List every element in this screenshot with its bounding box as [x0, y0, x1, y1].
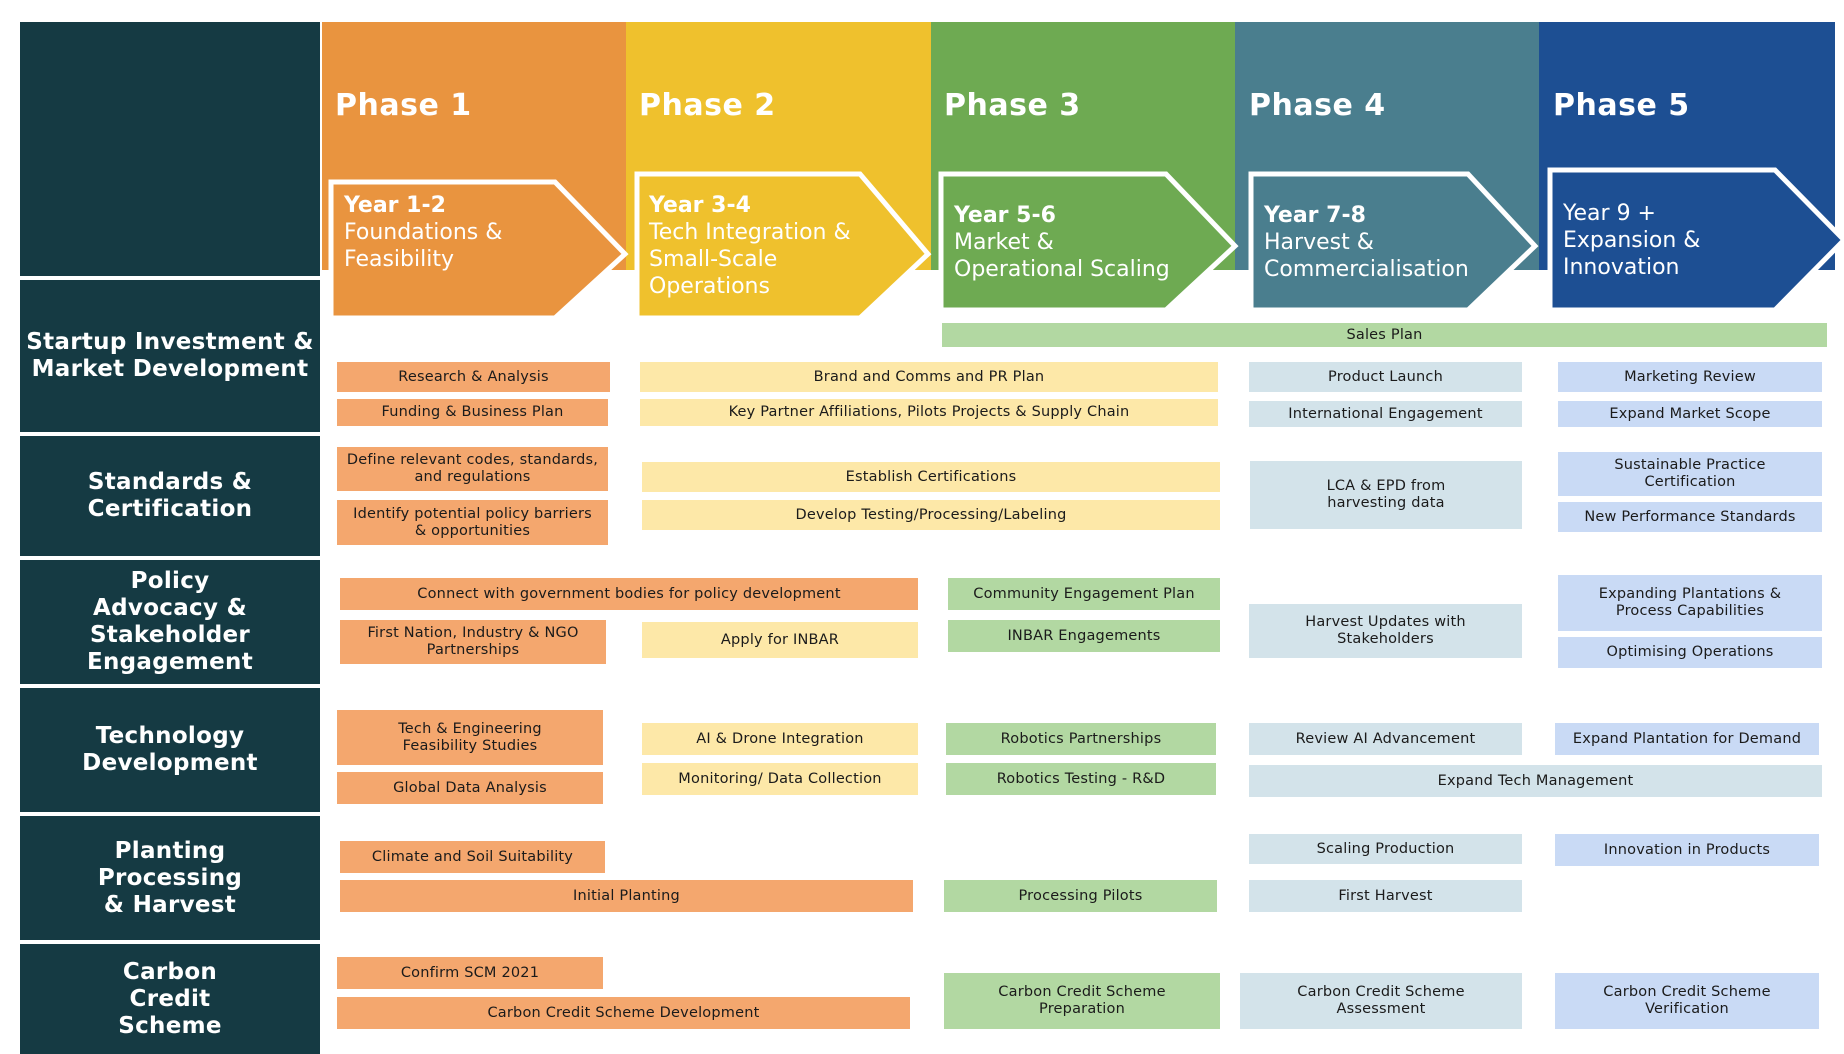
- task-sustainable-practice: Sustainable Practice Certification: [1558, 452, 1822, 496]
- phase-4-arrow-text: Year 7-8 Harvest & Commercialisation: [1264, 203, 1469, 282]
- phase-2-arrow: [634, 171, 932, 321]
- task-robotics-testing: Robotics Testing - R&D: [946, 763, 1216, 795]
- row-label-standards: Standards & Certification: [20, 436, 320, 556]
- task-climate-soil: Climate and Soil Suitability: [340, 841, 605, 873]
- task-first-harvest: First Harvest: [1249, 880, 1522, 912]
- task-processing-pilots: Processing Pilots: [944, 880, 1217, 912]
- task-expand-plantation-demand: Expand Plantation for Demand: [1555, 723, 1819, 755]
- task-define-codes: Define relevant codes, standards, and re…: [337, 447, 608, 491]
- phase-5-arrow: [1547, 167, 1844, 313]
- task-review-ai: Review AI Advancement: [1249, 723, 1522, 755]
- task-develop-testing: Develop Testing/Processing/Labeling: [642, 500, 1220, 530]
- task-apply-inbar: Apply for INBAR: [642, 622, 918, 658]
- phase-5-title: Phase 5: [1553, 88, 1690, 123]
- task-robotics-partnerships: Robotics Partnerships: [946, 723, 1216, 755]
- task-new-performance: New Performance Standards: [1558, 502, 1822, 532]
- task-research-analysis: Research & Analysis: [337, 362, 610, 392]
- row-label-startup: Startup Investment & Market Development: [20, 280, 320, 432]
- task-establish-cert: Establish Certifications: [642, 462, 1220, 492]
- header-corner: [20, 22, 320, 276]
- task-tech-feasibility: Tech & Engineering Feasibility Studies: [337, 710, 603, 765]
- phase-4-title: Phase 4: [1249, 88, 1386, 123]
- task-product-launch: Product Launch: [1249, 362, 1522, 392]
- phase-1-title: Phase 1: [335, 88, 472, 123]
- row-label-technology: Technology Development: [20, 688, 320, 812]
- task-marketing-review: Marketing Review: [1558, 362, 1822, 392]
- task-connect-gov: Connect with government bodies for polic…: [340, 578, 918, 610]
- task-ccs-development: Carbon Credit Scheme Development: [337, 997, 910, 1029]
- phase-1-arrow-text: Year 1-2 Foundations & Feasibility: [344, 193, 503, 272]
- phase-3-arrow: [938, 171, 1239, 313]
- task-expand-market-scope: Expand Market Scope: [1558, 401, 1822, 427]
- task-international-engagement: International Engagement: [1249, 401, 1522, 427]
- task-expanding-plantations: Expanding Plantations & Process Capabili…: [1558, 575, 1822, 631]
- task-inbar-engagements: INBAR Engagements: [948, 620, 1220, 652]
- phase-1-arrow: [328, 179, 629, 321]
- task-ccs-preparation: Carbon Credit Scheme Preparation: [944, 973, 1220, 1029]
- row-label-policy: Policy Advocacy & Stakeholder Engagement: [20, 560, 320, 684]
- task-key-partner: Key Partner Affiliations, Pilots Project…: [640, 399, 1218, 426]
- task-innovation-products: Innovation in Products: [1555, 834, 1819, 866]
- phase-3-title: Phase 3: [944, 88, 1081, 123]
- task-global-data: Global Data Analysis: [337, 772, 603, 804]
- task-community-plan: Community Engagement Plan: [948, 578, 1220, 610]
- task-brand-comms-pr: Brand and Comms and PR Plan: [640, 362, 1218, 392]
- row-label-carbon: Carbon Credit Scheme: [20, 944, 320, 1054]
- phase-5-arrow-text: Year 9 + Expansion & Innovation: [1563, 201, 1701, 280]
- task-ccs-assessment: Carbon Credit Scheme Assessment: [1240, 973, 1522, 1029]
- task-first-nation: First Nation, Industry & NGO Partnership…: [340, 620, 606, 664]
- task-scaling-production: Scaling Production: [1249, 834, 1522, 864]
- task-identify-barriers: Identify potential policy barriers & opp…: [337, 500, 608, 545]
- phase-4-arrow: [1248, 171, 1539, 313]
- task-ccs-verification: Carbon Credit Scheme Verification: [1555, 973, 1819, 1029]
- task-sales-plan: Sales Plan: [942, 323, 1827, 347]
- task-expand-tech-mgmt: Expand Tech Management: [1249, 765, 1822, 797]
- task-optimising-ops: Optimising Operations: [1558, 637, 1822, 668]
- task-funding-business-plan: Funding & Business Plan: [337, 399, 608, 426]
- task-initial-planting: Initial Planting: [340, 880, 913, 912]
- task-monitoring-data: Monitoring/ Data Collection: [642, 763, 918, 795]
- task-confirm-scm: Confirm SCM 2021: [337, 957, 603, 989]
- task-ai-drone: AI & Drone Integration: [642, 723, 918, 755]
- task-lca-epd: LCA & EPD from harvesting data: [1250, 461, 1522, 529]
- task-harvest-updates: Harvest Updates with Stakeholders: [1249, 604, 1522, 658]
- phase-2-arrow-text: Year 3-4 Tech Integration & Small-Scale …: [649, 193, 851, 299]
- phase-3-arrow-text: Year 5-6 Market & Operational Scaling: [954, 203, 1170, 282]
- phase-2-title: Phase 2: [639, 88, 776, 123]
- phase-arrows: [328, 167, 1844, 321]
- row-label-planting: Planting Processing & Harvest: [20, 816, 320, 940]
